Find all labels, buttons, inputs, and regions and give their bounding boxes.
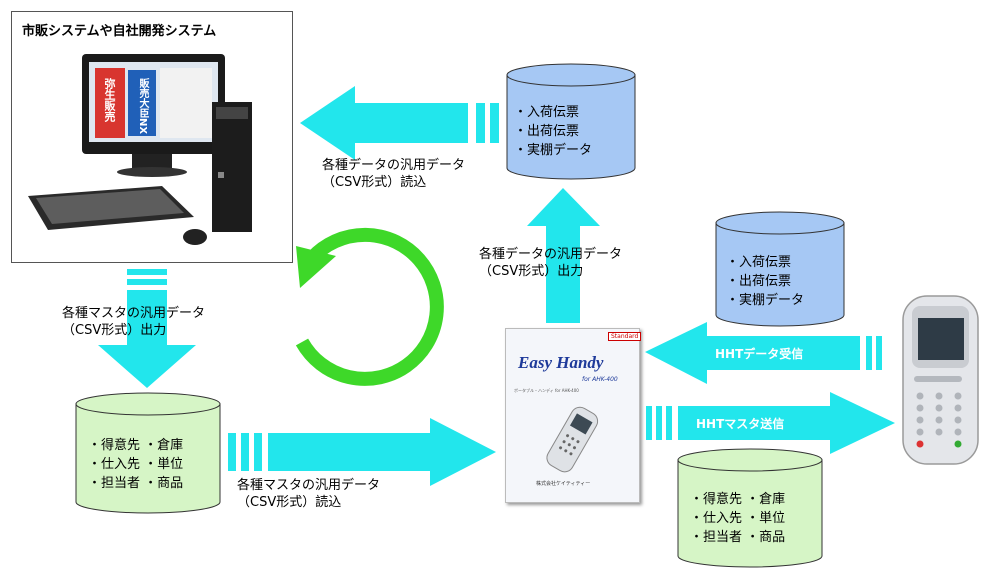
cylinder-right-green-text: ・得意先 ・倉庫 ・仕入先 ・単位 ・担当者 ・商品	[690, 490, 785, 547]
arrow-hht-send	[646, 392, 895, 454]
arrow-left-down	[98, 269, 196, 388]
arrow-hht-receive	[645, 322, 882, 384]
label-master-read-bottom: 各種マスタの汎用データ （CSV形式）読込	[237, 478, 381, 510]
product-sub: for AHK-400	[582, 376, 618, 383]
cylinder-top-blue-text: ・入荷伝票 ・出荷伝票 ・実棚データ	[514, 103, 592, 160]
cylinder-top-blue	[506, 63, 636, 180]
product-maker: 株式会社ケイティティー	[536, 481, 591, 487]
arrow-top-read	[300, 86, 499, 160]
cylinder-right-blue	[715, 211, 845, 327]
list-item: ・実棚データ	[514, 143, 593, 158]
arrow-bottom-read	[228, 418, 496, 486]
pc-system-box: 市販システムや自社開発システム 弥生販売 販売大臣NX	[11, 11, 293, 263]
label-master-out-left: 各種マスタの汎用データ （CSV形式）出力	[62, 306, 206, 338]
label-hht-receive: HHTデータ受信	[715, 347, 804, 361]
list-item: ・実棚データ	[726, 293, 805, 308]
list-item: ・得意先 ・倉庫	[690, 492, 786, 507]
pc-title: 市販システムや自社開発システム	[22, 24, 217, 39]
cylinder-left-green	[75, 392, 221, 514]
desktop-computer-icon	[28, 54, 252, 245]
cycle-arrow	[295, 227, 444, 386]
screen-box-1: 弥生販売	[103, 78, 116, 122]
list-item: ・担当者 ・商品	[690, 530, 786, 545]
screen-box-2: 販売大臣NX	[137, 78, 148, 135]
list-item: ・入荷伝票	[726, 255, 792, 270]
list-item: ・担当者 ・商品	[88, 476, 184, 491]
cylinder-right-green	[677, 448, 823, 568]
easy-handy-product-box: Standard Easy Handy for AHK-400 ポータブル・ハン…	[505, 328, 642, 503]
list-item: ・出荷伝票	[514, 124, 580, 139]
cylinder-right-blue-text: ・入荷伝票 ・出荷伝票 ・実棚データ	[726, 253, 804, 310]
product-small-text: ポータブル・ハンディ for AHK-400	[514, 388, 579, 393]
handy-device-icon	[546, 406, 599, 473]
list-item: ・仕入先 ・単位	[88, 457, 184, 472]
list-item: ・仕入先 ・単位	[690, 511, 786, 526]
label-generic-read-top: 各種データの汎用データ （CSV形式）読込	[322, 158, 466, 190]
label-hht-send: HHTマスタ送信	[696, 417, 785, 431]
list-item: ・出荷伝票	[726, 274, 792, 289]
arrow-up-output	[527, 188, 600, 323]
product-brand: Easy Handy	[518, 353, 604, 372]
standard-badge: Standard	[608, 332, 642, 341]
cylinder-left-green-text: ・得意先 ・倉庫 ・仕入先 ・単位 ・担当者 ・商品	[88, 436, 183, 493]
list-item: ・得意先 ・倉庫	[88, 438, 184, 453]
label-generic-out-top: 各種データの汎用データ （CSV形式）出力	[479, 247, 623, 279]
list-item: ・入荷伝票	[514, 105, 580, 120]
